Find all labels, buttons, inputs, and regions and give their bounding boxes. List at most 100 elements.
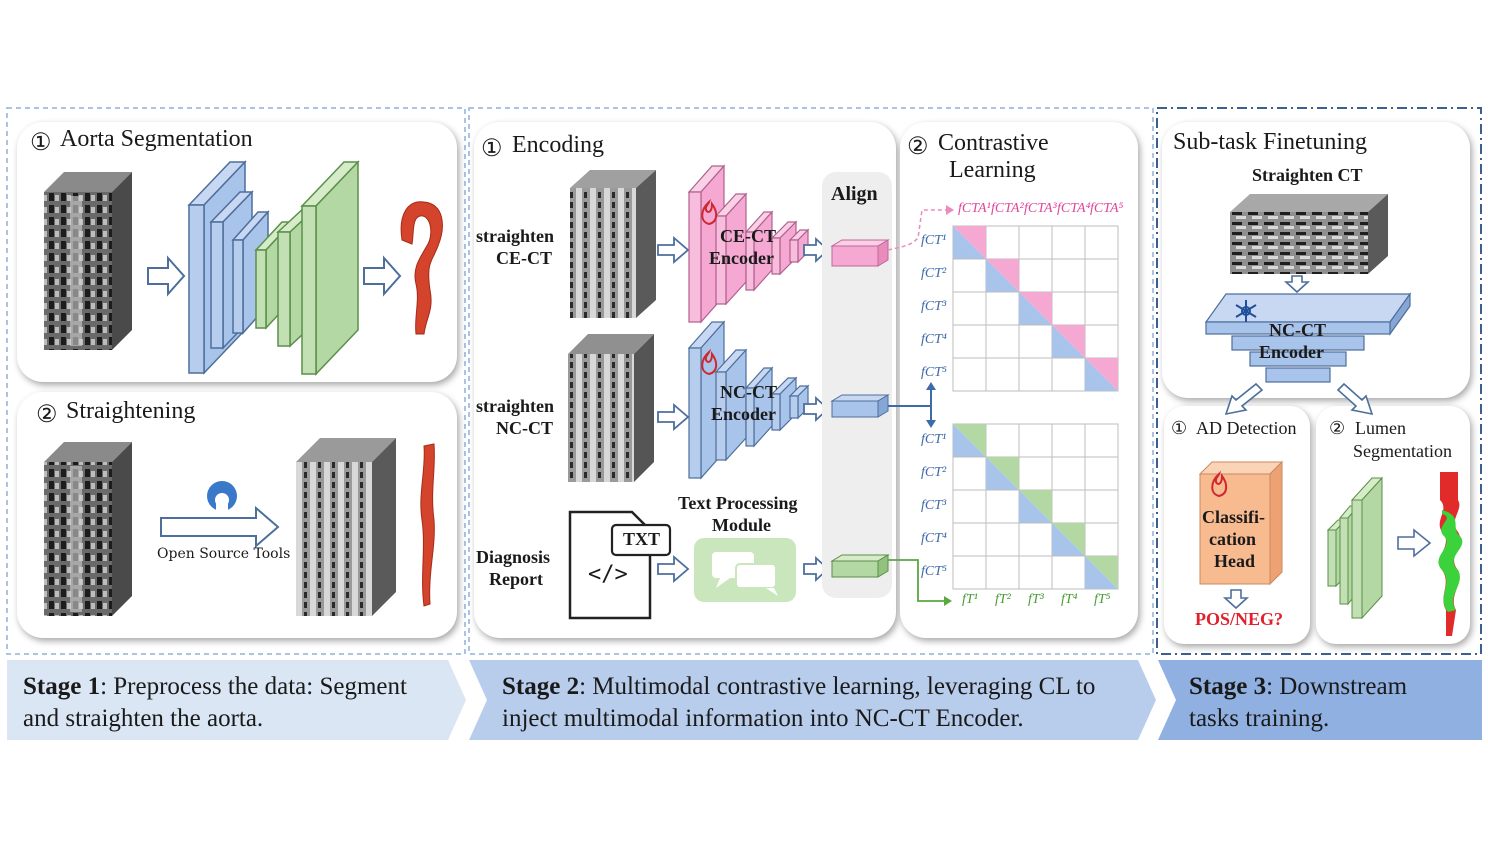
panel1-title: Aorta Segmentation <box>60 126 253 152</box>
nc-ct-volume-image <box>568 334 654 482</box>
stage3-banner-bold: Stage 3 <box>1189 673 1267 700</box>
text-matrix-cell <box>952 522 987 557</box>
nc-ct-encoder-label-2: Encoder <box>711 404 776 424</box>
arrow-icon <box>147 255 186 297</box>
stage2-banner-bold: Stage 2 <box>502 673 580 700</box>
text-matrix-cell <box>1084 423 1119 458</box>
text-matrix-diagonal-bottom <box>986 457 1019 490</box>
ce-ct-connector <box>887 209 946 251</box>
text-matrix-cell <box>1084 522 1119 557</box>
open-source-tool-icon <box>207 481 237 512</box>
trainable-flame-icon <box>1211 470 1228 498</box>
stage2-banner-line2: inject multimodal information into NC-CT… <box>502 705 1024 732</box>
ce-ct-matrix-diagonal-bottom <box>1085 358 1118 391</box>
output-label: POS/NEG? <box>1195 609 1284 629</box>
ce-ct-matrix-diagonal-bottom <box>953 226 986 259</box>
panel1-number: ① <box>30 130 52 156</box>
ct-label-top-2: fCT² <box>921 266 947 281</box>
text-matrix-diagonal-bottom <box>1019 490 1052 523</box>
text-connector <box>888 559 944 602</box>
cta-label-4: fCTA⁴ <box>1057 201 1091 216</box>
long-arrow-icon <box>160 505 280 549</box>
aorta-mask-icon <box>400 201 443 335</box>
stage3-banner <box>1158 660 1482 740</box>
cta-label-3: fCTA³ <box>1024 201 1057 216</box>
straighten-ct-label: Straighten CT <box>1252 165 1363 185</box>
ce-ct-matrix-cell <box>952 324 987 359</box>
stage1-banner-text: Stage 1: Preprocess the data: Segment an… <box>23 671 407 735</box>
stage3-banner-line1: : Downstream <box>1266 673 1408 700</box>
ce-ct-matrix-cell <box>1051 225 1086 260</box>
ct-label-top-1: fCT¹ <box>921 233 947 248</box>
t-label-3: fT³ <box>1028 592 1044 607</box>
text-module-label-1: Text Processing <box>678 493 798 513</box>
ce-ct-matrix-cell <box>1018 357 1053 392</box>
straighten-ct-volume-image <box>1230 194 1388 274</box>
text-matrix-cell <box>985 423 1020 458</box>
ct-label-top-5: fCT⁵ <box>921 365 947 380</box>
ce-ct-feature-token <box>830 239 890 267</box>
stage3-banner-text: Stage 3: Downstream tasks training. <box>1189 671 1407 735</box>
stage3-encoder-label-1: NC-CT <box>1269 320 1326 340</box>
text-matrix-cell <box>1084 489 1119 524</box>
arrow-icon <box>1224 382 1374 416</box>
lumen-title-1: Lumen <box>1355 418 1406 438</box>
ce-ct-matrix-cell <box>952 291 987 326</box>
lumen-number: ② <box>1329 418 1346 438</box>
ce-ct-matrix-cell <box>1084 291 1119 326</box>
classification-head-label-1: Classifi- <box>1202 507 1265 527</box>
input-ce-ct-label-1: straighten <box>476 226 554 246</box>
encoding-number: ① <box>481 136 503 162</box>
contrastive-number: ② <box>907 134 929 160</box>
t-label-4: fT⁴ <box>1061 592 1078 607</box>
arrow-icon <box>1397 528 1432 558</box>
trainable-flame-icon <box>701 198 718 226</box>
ce-ct-matrix-cell <box>952 357 987 392</box>
ce-ct-matrix-cell <box>1084 225 1119 260</box>
diagnosis-report-icon <box>568 510 672 620</box>
text-matrix-cell <box>952 555 987 590</box>
encoding-title: Encoding <box>512 132 604 158</box>
doc-code: </> <box>588 562 628 587</box>
text-matrix-cell <box>1018 555 1053 590</box>
ce-ct-matrix-cell <box>952 258 987 293</box>
arrow-icon <box>363 255 402 297</box>
stage2-banner <box>469 660 1156 740</box>
ct-label-bottom-4: fCT⁴ <box>921 531 947 546</box>
t-label-5: fT⁵ <box>1094 592 1111 607</box>
frozen-nc-ct-encoder-block <box>1204 292 1412 383</box>
unet-network-icon <box>187 160 360 376</box>
t-label-2: fT² <box>995 592 1011 607</box>
text-matrix-diagonal-bottom <box>1085 556 1118 589</box>
stage1-banner <box>7 660 466 740</box>
nc-ct-feature-token <box>830 394 890 418</box>
ad-detection-number: ① <box>1171 418 1188 438</box>
text-module-label-2: Module <box>712 515 772 535</box>
classification-head-block <box>1198 460 1284 586</box>
stage3-encoder-label-2: Encoder <box>1259 342 1324 362</box>
open-source-tools-label: Open Source Tools <box>157 546 291 562</box>
ce-ct-matrix-diagonal-bottom <box>1019 292 1052 325</box>
input-nc-ct-label-1: straighten <box>476 396 554 416</box>
classification-head-label-3: Head <box>1214 551 1256 571</box>
ce-ct-matrix-diagonal-bottom <box>986 259 1019 292</box>
panel2-number: ② <box>36 402 58 428</box>
frozen-snowflake-icon <box>1235 300 1257 322</box>
ce-ct-matrix-cell <box>1084 258 1119 293</box>
stage2-banner-line1: : Multimodal contrastive learning, lever… <box>579 673 1096 700</box>
text-matrix-diagonal-bottom <box>1052 523 1085 556</box>
stage1-banner-line1: : Preprocess the data: Segment <box>100 673 407 700</box>
stage3-banner-line2: tasks training. <box>1189 705 1330 732</box>
ce-ct-matrix-cell <box>985 225 1020 260</box>
ct-volume-image <box>44 442 132 616</box>
text-feature-token <box>830 554 890 578</box>
input-ce-ct-label-2: CE-CT <box>496 248 553 268</box>
text-matrix-cell <box>1051 456 1086 491</box>
contrastive-title-1: Contrastive <box>938 130 1049 156</box>
ct-label-top-4: fCT⁴ <box>921 332 947 347</box>
ct-label-bottom-1: fCT¹ <box>921 432 947 447</box>
